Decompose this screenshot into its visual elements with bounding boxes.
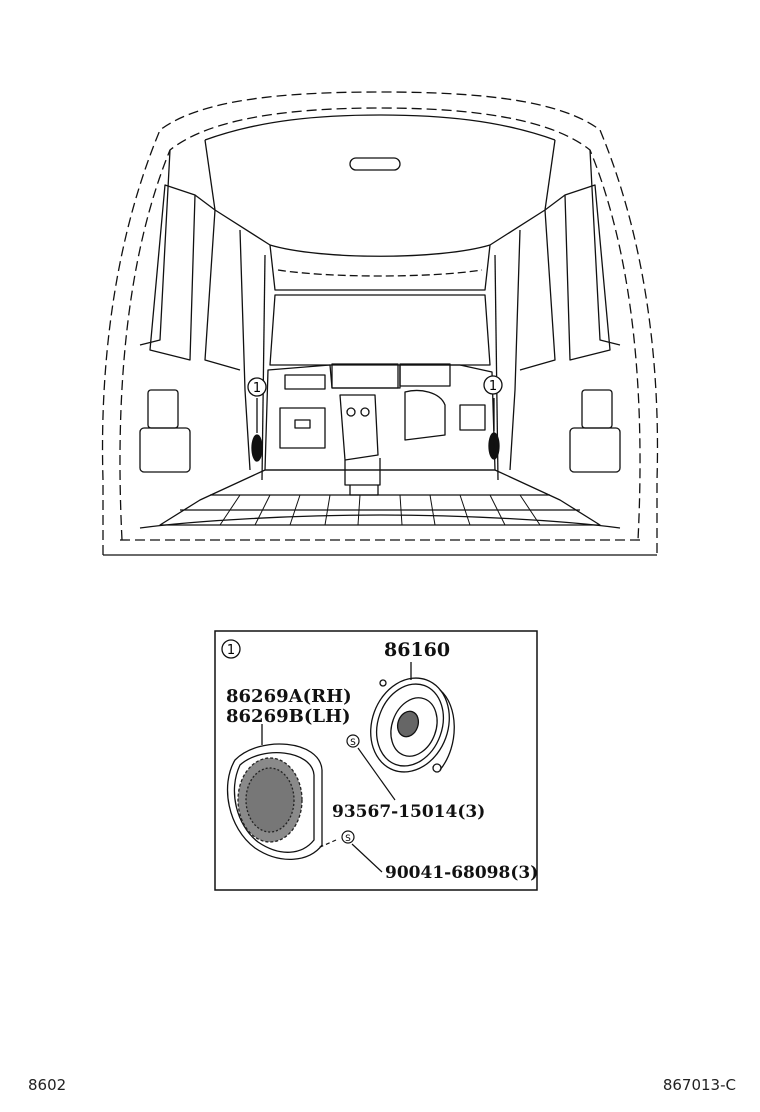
svg-text:1: 1 [227, 643, 235, 658]
detail-box-marker: 1 [221, 639, 241, 659]
footer-right-code: 867013-C [662, 1076, 736, 1094]
label-cover-lh: 86269B(LH) [226, 706, 351, 727]
svg-text:S: S [345, 834, 351, 844]
svg-text:S: S [350, 738, 356, 748]
screw-2-drawing: S [317, 830, 383, 873]
label-cover-rh: 86269A(RH) [226, 686, 352, 707]
svg-text:1: 1 [253, 381, 261, 396]
svg-text:1: 1 [489, 379, 497, 394]
label-screw-1: 93567-15014(3) [332, 802, 485, 822]
label-speaker: 86160 [384, 639, 450, 661]
speaker-cover-drawing [226, 724, 323, 860]
label-screw-2: 90041-68098(3) [385, 863, 538, 883]
callout-marker-right: 1 [483, 375, 503, 395]
footer-left-code: 8602 [28, 1076, 67, 1094]
van-interior-illustration [101, 91, 659, 556]
callout-marker-left: 1 [247, 377, 267, 397]
screw-1-drawing: S [346, 734, 396, 801]
detail-box: 1 86160 86269A(RH) 86269B(LH) 93567-1501… [214, 630, 538, 891]
speaker-drawing [370, 662, 455, 773]
